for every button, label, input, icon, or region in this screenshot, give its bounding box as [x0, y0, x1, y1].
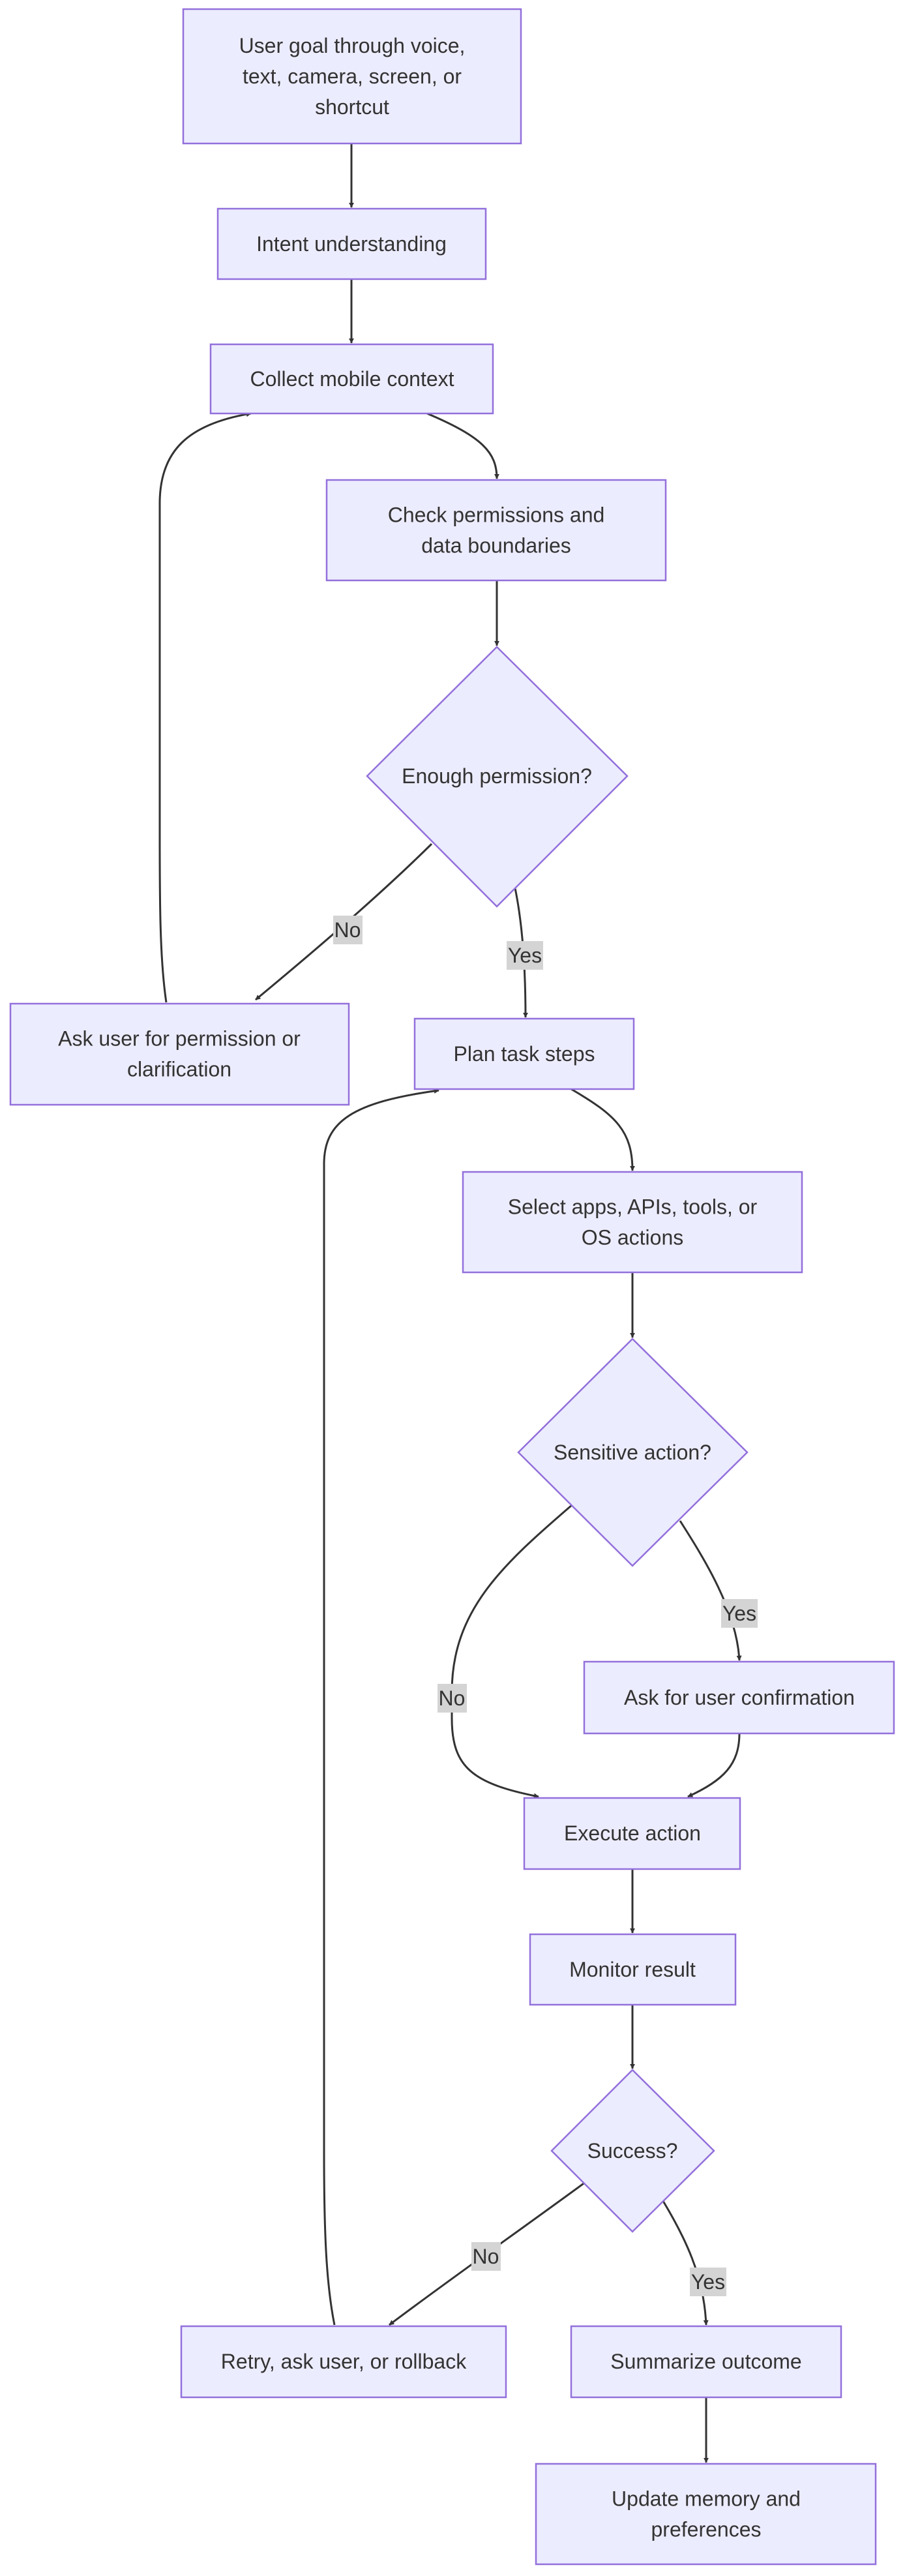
node-ask-permission: Ask user for permission or clarification	[9, 1002, 350, 1106]
label-line: text, camera, screen, or	[243, 65, 462, 88]
edge-label-text: No	[334, 918, 361, 942]
node-plan-task-steps-label: Plan task steps	[454, 1042, 595, 1066]
node-plan-task-steps: Plan task steps	[413, 1017, 635, 1090]
node-ask-confirmation-label: Ask for user confirmation	[624, 1686, 855, 1709]
node-ask-confirmation: Ask for user confirmation	[583, 1660, 895, 1735]
label-line: Monitor result	[569, 1958, 696, 1981]
label-line: data boundaries	[421, 534, 571, 558]
node-retry: Retry, ask user, or rollback	[180, 2325, 507, 2399]
label-line: Execute action	[564, 1821, 701, 1845]
label-line: Collect mobile context	[250, 367, 454, 391]
label-line: Summarize outcome	[610, 2350, 801, 2373]
edge-label-sensitive-yes: Yes	[721, 1599, 758, 1628]
label-line: Success?	[587, 2139, 678, 2163]
label-line: Plan task steps	[454, 1042, 595, 1066]
label-line: Update memory and	[612, 2487, 801, 2511]
edge-label-permission-no: No	[333, 916, 363, 944]
edge-label-text: Yes	[691, 2270, 725, 2294]
edge-sensitive-to-execute-no	[451, 1504, 572, 1799]
edge-label-text: No	[439, 1686, 466, 1710]
decision-success: Success?	[550, 2069, 715, 2233]
edge-label-permission-yes: Yes	[507, 941, 543, 970]
node-execute-action: Execute action	[523, 1797, 741, 1870]
edge-plan-to-select	[571, 1088, 635, 1171]
label-line: Select apps, APIs, tools, or	[508, 1195, 758, 1219]
decision-success-label: Success?	[587, 2139, 678, 2163]
edge-success-to-summarize-yes	[662, 2200, 709, 2326]
label-line: User goal through voice,	[239, 34, 466, 57]
decision-enough-permission: Enough permission?	[366, 646, 629, 908]
node-intent-understanding-label: Intent understanding	[256, 232, 447, 256]
label-line: shortcut	[315, 95, 389, 119]
label-line: Enough permission?	[402, 764, 592, 788]
edge-label-text: Yes	[722, 1602, 756, 1625]
edge-confirm-to-execute	[687, 1733, 741, 1798]
edge-retry-back-to-plan	[323, 1088, 439, 2326]
node-retry-label: Retry, ask user, or rollback	[221, 2350, 467, 2373]
label-line: OS actions	[582, 1226, 684, 1250]
label-line: Check permissions and	[388, 503, 605, 527]
node-monitor-result: Monitor result	[529, 1933, 737, 2006]
node-select-tools-label: Select apps, APIs, tools, or OS actions	[508, 1195, 758, 1250]
edge-label-sensitive-no: No	[438, 1684, 467, 1713]
nodes: User goal through voice, text, camera, sc…	[9, 8, 895, 2566]
decision-enough-permission-label: Enough permission?	[402, 764, 592, 788]
label-line: clarification	[127, 1058, 231, 1081]
label-line: Ask for user confirmation	[624, 1686, 855, 1709]
node-check-permissions: Check permissions and data boundaries	[325, 479, 667, 582]
edge-ask-back-to-context	[158, 412, 252, 1003]
edge-label-success-no: No	[471, 2242, 501, 2271]
node-select-tools: Select apps, APIs, tools, or OS actions	[462, 1171, 803, 1274]
edge-context-to-permissions	[426, 412, 499, 479]
node-summarize-outcome: Summarize outcome	[570, 2325, 842, 2399]
node-monitor-result-label: Monitor result	[569, 1958, 696, 1981]
label-line: Intent understanding	[256, 232, 447, 256]
node-collect-context-label: Collect mobile context	[250, 367, 454, 391]
decision-sensitive-action-label: Sensitive action?	[554, 1441, 711, 1464]
label-line: Ask user for permission or	[58, 1027, 301, 1051]
node-execute-action-label: Execute action	[564, 1821, 701, 1845]
node-user-goal: User goal through voice, text, camera, sc…	[182, 8, 522, 145]
label-line: Sensitive action?	[554, 1441, 711, 1464]
edge-labels: No Yes Yes No No Yes	[333, 916, 758, 2296]
node-update-memory: Update memory and preferences	[535, 2463, 877, 2566]
edge-label-success-yes: Yes	[690, 2268, 726, 2296]
node-intent-understanding: Intent understanding	[216, 207, 487, 280]
node-summarize-outcome-label: Summarize outcome	[610, 2350, 801, 2373]
node-update-memory-label: Update memory and preferences	[612, 2487, 801, 2541]
decision-sensitive-action: Sensitive action?	[517, 1338, 749, 1567]
label-line: preferences	[651, 2518, 762, 2541]
edge-label-text: Yes	[508, 944, 542, 967]
node-user-goal-label: User goal through voice, text, camera, sc…	[239, 34, 466, 119]
edge-sensitive-to-confirm-yes	[679, 1520, 742, 1661]
edge-label-text: No	[473, 2245, 499, 2268]
node-collect-context: Collect mobile context	[209, 343, 494, 415]
node-ask-permission-label: Ask user for permission or clarification	[58, 1027, 301, 1081]
label-line: Retry, ask user, or rollback	[221, 2350, 467, 2373]
node-check-permissions-label: Check permissions and data boundaries	[388, 503, 605, 558]
